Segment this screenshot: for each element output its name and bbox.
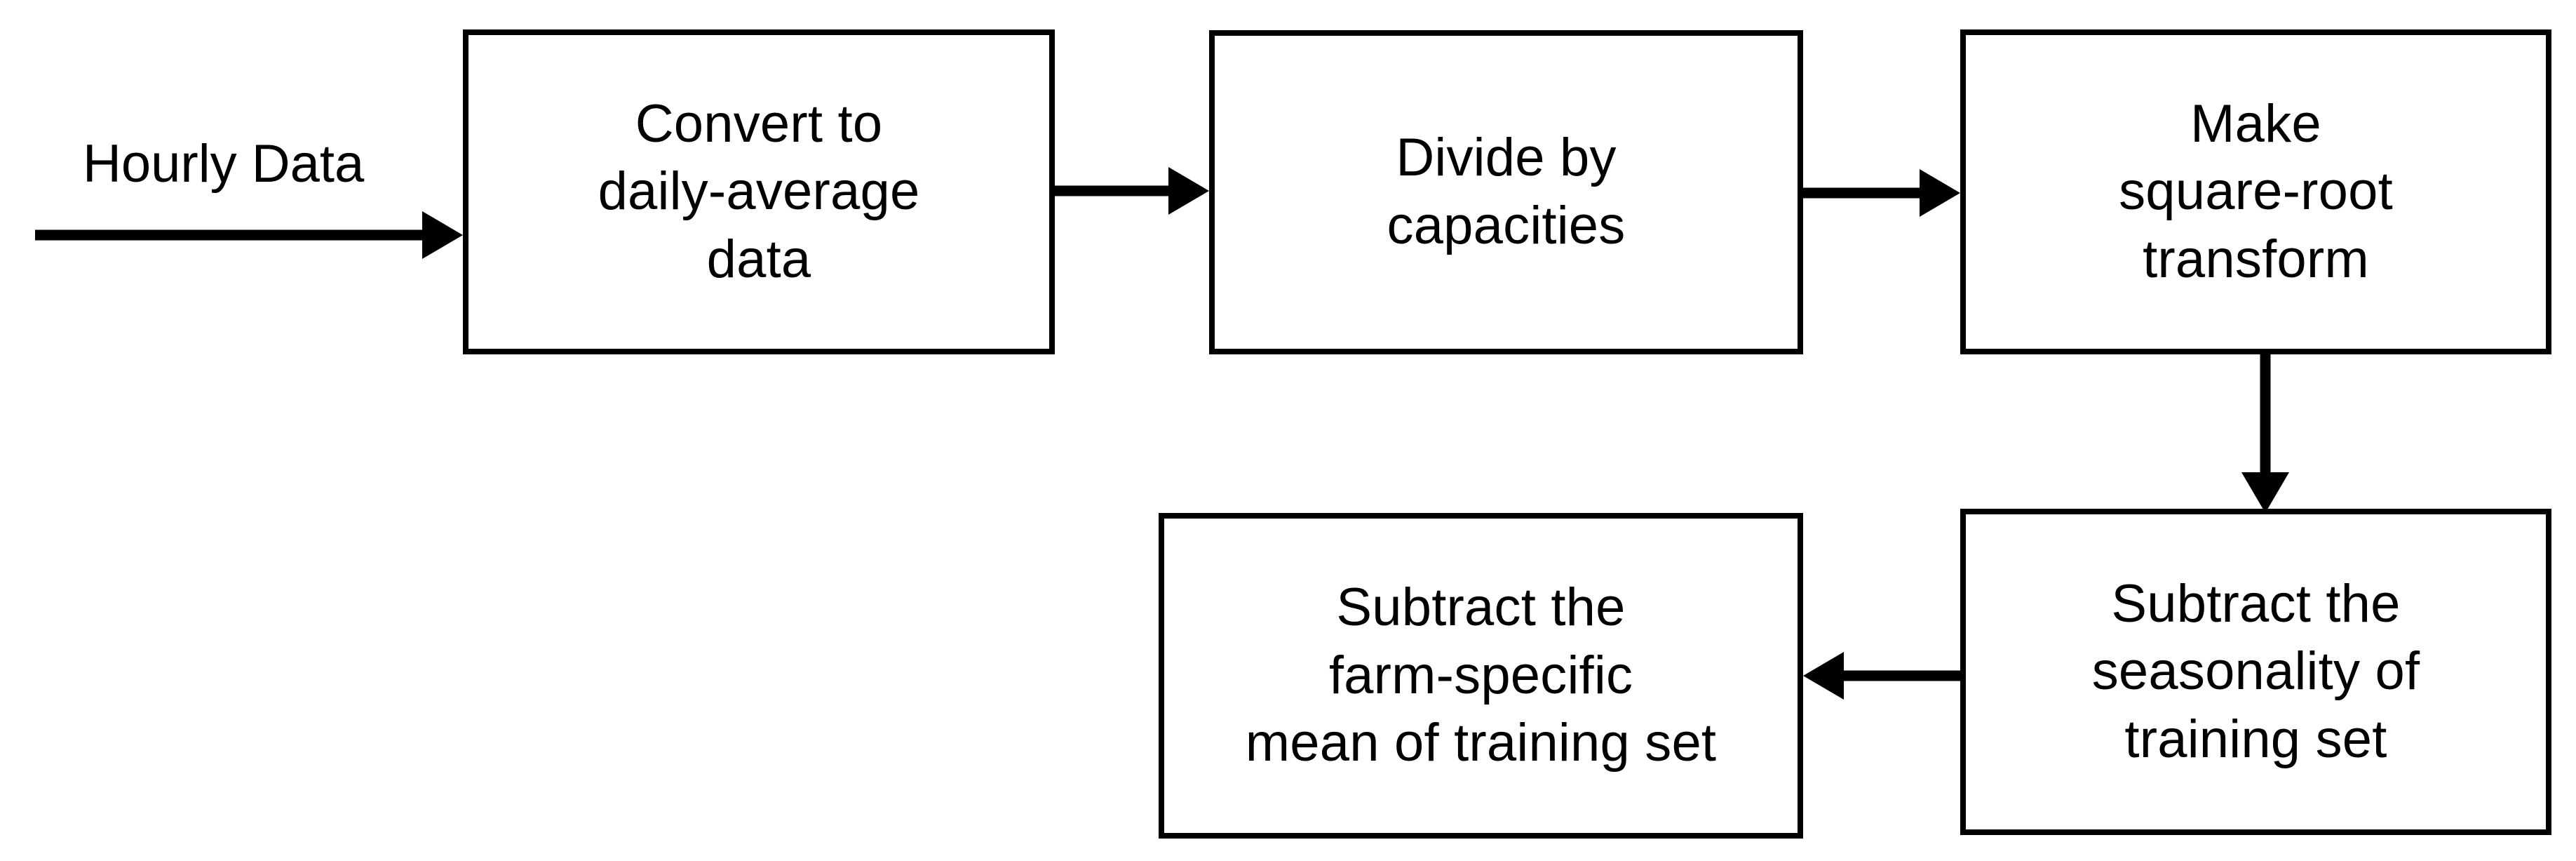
node-divide-capacities[interactable]: Divide by capacities xyxy=(1209,30,1803,354)
arrow-shaft xyxy=(1837,670,1960,681)
node-label-divide-capacities: Divide by capacities xyxy=(1387,128,1626,255)
node-square-root-transform[interactable]: Make square-root transform xyxy=(1960,29,2551,354)
node-convert-daily-average[interactable]: Convert to daily-average data xyxy=(463,29,1055,354)
arrow-head-right-icon xyxy=(422,211,463,259)
node-label-subtract-farm-mean: Subtract the farm-specific mean of train… xyxy=(1245,578,1717,773)
node-label-subtract-seasonality: Subtract the seasonality of training set xyxy=(2091,573,2420,769)
arrow-head-down-icon xyxy=(2241,472,2289,513)
arrow-head-right-icon xyxy=(1920,169,1960,217)
node-subtract-farm-mean[interactable]: Subtract the farm-specific mean of train… xyxy=(1159,513,1803,839)
arrow-shaft xyxy=(1803,187,1927,199)
arrow-shaft xyxy=(35,229,429,241)
arrow-head-right-icon xyxy=(1168,167,1209,215)
arrow-shaft xyxy=(1055,185,1175,196)
arrow-shaft xyxy=(2260,354,2271,479)
edge-label-hourly-data: Hourly Data xyxy=(83,134,365,194)
node-subtract-seasonality[interactable]: Subtract the seasonality of training set xyxy=(1960,509,2551,835)
arrow-head-left-icon xyxy=(1803,652,1844,700)
node-label-square-root-transform: Make square-root transform xyxy=(2119,93,2393,289)
node-label-convert-daily-average: Convert to daily-average data xyxy=(598,93,920,289)
